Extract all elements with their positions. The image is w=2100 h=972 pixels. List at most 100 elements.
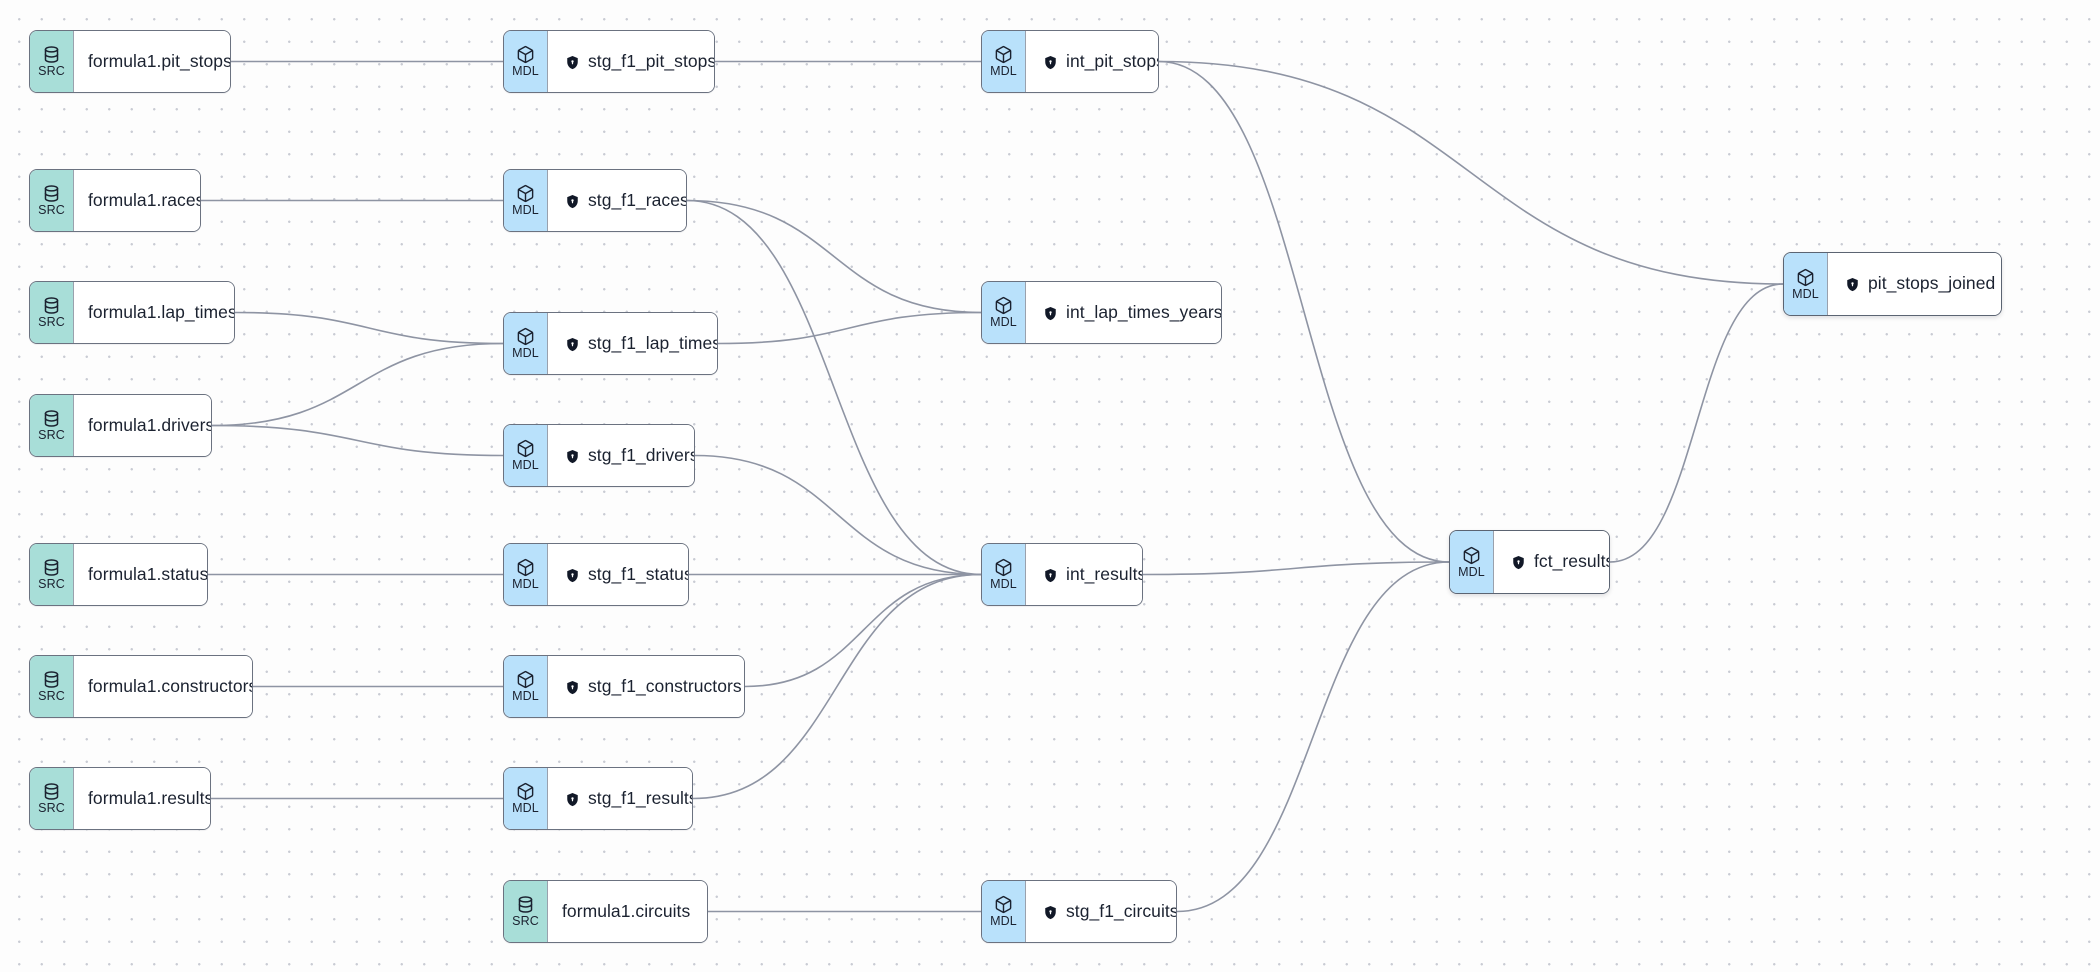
node-stg_drivers[interactable]: MDL stg_f1_drivers [503,424,695,487]
node-body: formula1.races [74,170,201,231]
node-int_lap_times_years[interactable]: MDL int_lap_times_years [981,281,1222,344]
cube-icon [994,558,1013,577]
cube-icon [516,670,535,689]
badge-label: MDL [512,801,539,816]
edge-stg_races-to-int_lap_times_years [686,199,982,314]
node-body: formula1.pit_stops [74,31,230,92]
node-body: stg_f1_pit_stops [548,31,715,92]
node-body: stg_f1_races [548,170,687,231]
node-label: stg_f1_status [588,563,689,584]
node-type-badge-mdl: MDL [982,282,1026,343]
cube-icon [1462,546,1481,565]
edge-src_drivers-to-stg_drivers [211,424,504,457]
database-icon [42,782,61,801]
node-stg_lap_times[interactable]: MDL stg_f1_lap_times [503,312,718,375]
shield-lock-icon [565,55,580,70]
node-label: stg_f1_circuits [1066,900,1177,921]
shield-lock-icon [1043,905,1058,920]
badge-label: MDL [512,689,539,704]
badge-label: MDL [512,346,539,361]
node-body: formula1.status [74,544,208,605]
shield-lock-icon [1043,55,1058,70]
badge-label: MDL [990,914,1017,929]
shield-lock-icon [565,792,580,807]
badge-label: MDL [512,203,539,218]
node-body: formula1.constructors [74,656,252,717]
node-src_status[interactable]: SRC formula1.status [29,543,208,606]
node-src_races[interactable]: SRC formula1.races [29,169,201,232]
cube-icon [516,558,535,577]
badge-label: SRC [512,914,539,929]
node-type-badge-mdl: MDL [504,313,548,374]
node-type-badge-mdl: MDL [504,768,548,829]
edge-src_lap_times-to-stg_lap_times [234,311,504,345]
badge-label: MDL [512,458,539,473]
shield-lock-icon [565,568,580,583]
node-body: fct_results [1494,531,1609,593]
node-type-badge-mdl: MDL [504,544,548,605]
node-label: int_pit_stops [1066,50,1159,71]
cube-icon [516,327,535,346]
edge-src_drivers-to-stg_lap_times [211,342,504,427]
badge-label: SRC [38,315,65,330]
node-label: formula1.lap_times [88,301,235,322]
cube-icon [994,296,1013,315]
database-icon [42,409,61,428]
badge-label: SRC [38,203,65,218]
node-label: formula1.circuits [562,900,691,921]
node-type-badge-mdl: MDL [982,31,1026,92]
node-stg_circuits[interactable]: MDL stg_f1_circuits [981,880,1177,943]
badge-label: SRC [38,428,65,443]
badge-label: SRC [38,801,65,816]
node-body: stg_f1_status [548,544,689,605]
database-icon [42,670,61,689]
node-label: stg_f1_drivers [588,444,695,465]
node-src_lap_times[interactable]: SRC formula1.lap_times [29,281,235,344]
node-stg_races[interactable]: MDL stg_f1_races [503,169,687,232]
node-body: stg_f1_lap_times [548,313,717,374]
node-type-badge-mdl: MDL [1784,253,1828,315]
node-pit_stops_joined[interactable]: MDL pit_stops_joined [1783,252,2002,316]
node-body: formula1.results [74,768,210,829]
node-label: pit_stops_joined [1868,273,1996,294]
edge-fct_results-to-pit_stops_joined [1609,283,1784,563]
node-int_results[interactable]: MDL int_results [981,543,1143,606]
node-type-badge-src: SRC [504,881,548,942]
badge-label: MDL [1458,564,1485,579]
node-body: int_pit_stops [1026,31,1159,92]
node-label: int_lap_times_years [1066,301,1222,322]
badge-label: SRC [38,577,65,592]
badge-label: MDL [990,577,1017,592]
node-label: formula1.drivers [88,414,212,435]
node-src_drivers[interactable]: SRC formula1.drivers [29,394,212,457]
node-label: stg_f1_pit_stops [588,50,715,71]
cube-icon [516,439,535,458]
node-label: formula1.races [88,189,201,210]
node-label: int_results [1066,563,1143,584]
node-int_pit_stops[interactable]: MDL int_pit_stops [981,30,1159,93]
node-label: stg_f1_races [588,189,687,210]
node-type-badge-mdl: MDL [982,544,1026,605]
node-body: int_results [1026,544,1143,605]
node-src_circuits[interactable]: SRC formula1.circuits [503,880,708,943]
node-stg_status[interactable]: MDL stg_f1_status [503,543,689,606]
node-body: formula1.lap_times [74,282,235,343]
node-fct_results[interactable]: MDL fct_results [1449,530,1610,594]
edge-stg_races-to-int_results [686,199,982,576]
cube-icon [516,184,535,203]
shield-lock-icon [1511,555,1526,570]
node-label: formula1.status [88,563,208,584]
cube-icon [994,895,1013,914]
node-type-badge-src: SRC [30,31,74,92]
node-body: stg_f1_circuits [1026,881,1177,942]
node-src_results[interactable]: SRC formula1.results [29,767,211,830]
node-body: pit_stops_joined [1828,253,2001,315]
node-type-badge-mdl: MDL [982,881,1026,942]
edge-stg_drivers-to-int_results [694,454,982,576]
